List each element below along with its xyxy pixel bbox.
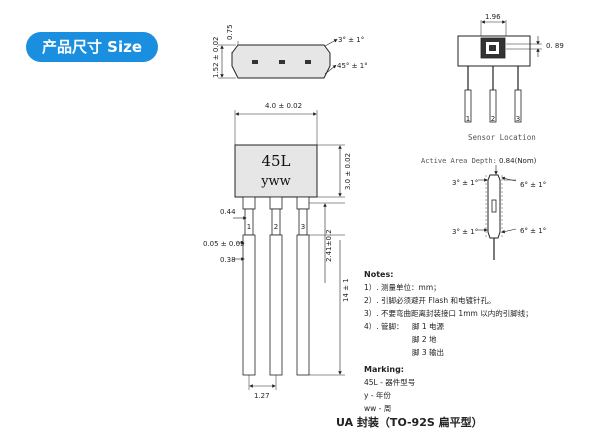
note-3: 3）. 不要弯曲距离封装接口 1mm 以内的引脚线； bbox=[364, 309, 533, 318]
pin-2-desc: 脚 2 地 bbox=[412, 335, 437, 344]
front-width-label: 4.0 ± 0.02 bbox=[265, 102, 302, 110]
top-angle-1: 3° ± 1° bbox=[338, 36, 364, 44]
note-2: 2）. 引脚必须避开 Flash 和电镀针孔。 bbox=[364, 296, 496, 305]
marking-week: ww - 周 bbox=[364, 404, 392, 413]
top-view: 1.52 ± 0.02 0.75 3° ± 1° 45° ± 1° bbox=[212, 24, 368, 79]
front-pin-1: 1 bbox=[247, 223, 251, 231]
side-angle-1: 3° ± 1° bbox=[452, 179, 478, 187]
notes-title: Notes: bbox=[364, 270, 394, 279]
marking-year: y - 年份 bbox=[364, 391, 391, 400]
pin-length-label: 2.41±0.2 bbox=[325, 229, 333, 262]
active-area-title: Active Area Depth: bbox=[421, 157, 497, 165]
sensor-pin-2: 2 bbox=[491, 115, 495, 123]
side-view: Active Area Depth: 0.84(Nom) 3° ± 1° 6° … bbox=[421, 157, 546, 260]
pin-1-desc: 脚 1 电源 bbox=[412, 322, 445, 331]
note-4: 4）. 管脚： bbox=[364, 322, 404, 331]
note-1: 1）. 测量单位：mm； bbox=[364, 283, 441, 292]
marking-line-2: yww bbox=[260, 174, 291, 189]
pin-3-desc: 脚 3 输出 bbox=[412, 348, 445, 357]
pitch-label: 1.27 bbox=[254, 392, 270, 400]
sensor-location-label: Sensor Location bbox=[468, 133, 536, 142]
lead-gap-label: 0.05 ± 0.05 bbox=[203, 240, 245, 248]
sensor-location-view: 1.96 0. 89 1 2 3 Sensor Location bbox=[457, 13, 564, 142]
sensor-width-label: 1.96 bbox=[485, 13, 501, 21]
sensor-pin-1: 1 bbox=[466, 115, 470, 123]
sensor-pin-3: 3 bbox=[516, 115, 520, 123]
top-angle-2: 45° ± 1° bbox=[337, 62, 368, 70]
size-badge: 产品尺寸 Size bbox=[26, 32, 158, 62]
side-angle-2: 6° ± 1° bbox=[520, 181, 546, 189]
package-caption: UA 封装（TO-92S 扁平型） bbox=[336, 416, 483, 429]
active-area-depth: 0.84(Nom) bbox=[499, 157, 537, 165]
top-thickness-label: 0.75 bbox=[226, 24, 234, 40]
lead-thickness-label: 0.38 bbox=[220, 256, 236, 264]
top-height-label: 1.52 ± 0.02 bbox=[212, 37, 220, 79]
marking-model: 45L - 器件型号 bbox=[364, 378, 416, 387]
front-height-label: 3.0 ± 0.02 bbox=[344, 153, 352, 190]
front-view: 4.0 ± 0.02 45L yww 3.0 ± 0.02 1 2 3 0.44… bbox=[203, 102, 352, 400]
front-pin-3: 3 bbox=[301, 223, 305, 231]
lead-width-label: 0.44 bbox=[220, 208, 236, 216]
side-angle-4: 6° ± 1° bbox=[520, 227, 546, 235]
sensor-offset-label: 0. 89 bbox=[546, 42, 564, 50]
total-length-label: 14 ± 1 bbox=[342, 278, 350, 302]
side-angle-3: 3° ± 1° bbox=[452, 228, 478, 236]
notes-block: Notes: 1）. 测量单位：mm； 2）. 引脚必须避开 Flash 和电镀… bbox=[364, 268, 533, 415]
front-pin-2: 2 bbox=[274, 223, 278, 231]
marking-title: Marking: bbox=[364, 365, 404, 374]
marking-line-1: 45L bbox=[261, 152, 290, 170]
